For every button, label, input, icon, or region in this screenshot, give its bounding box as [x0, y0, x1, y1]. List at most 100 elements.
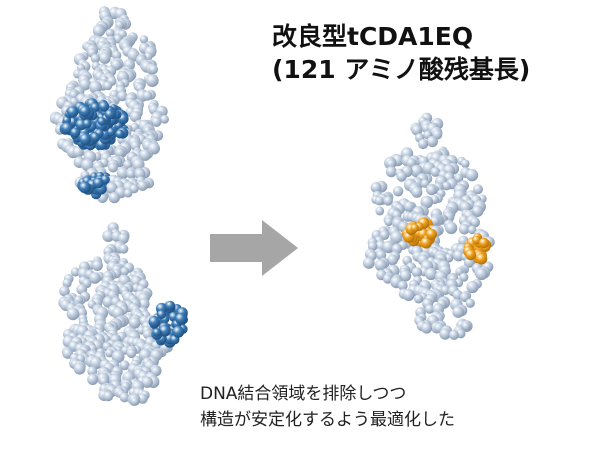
atom-sphere	[119, 244, 129, 254]
atom-sphere	[119, 360, 130, 371]
atom-sphere	[89, 356, 103, 370]
highlight-sphere	[93, 177, 104, 189]
atom-sphere	[119, 392, 130, 403]
original-protein-model-top	[49, 6, 169, 204]
atom-sphere	[111, 350, 125, 363]
atom-sphere	[426, 184, 437, 196]
highlight-sphere	[98, 101, 110, 112]
atom-sphere	[383, 274, 393, 284]
atom-sphere	[411, 186, 423, 198]
atom-sphere	[382, 240, 395, 254]
arrow-shape	[210, 220, 298, 276]
highlight-sphere	[70, 127, 81, 138]
atom-sphere	[430, 167, 441, 177]
atom-sphere	[130, 397, 140, 406]
atom-sphere	[454, 173, 464, 183]
highlight-sphere	[426, 228, 437, 240]
atom-sphere	[116, 166, 129, 180]
atom-sphere	[411, 124, 423, 136]
caption-line-2: 構造が安定化するよう最適化した	[200, 410, 455, 430]
atom-sphere	[105, 28, 115, 38]
highlight-sphere	[106, 127, 116, 137]
atom-sphere	[383, 196, 393, 206]
atom-sphere	[420, 195, 434, 209]
atom-sphere	[411, 267, 423, 278]
highlight-sphere	[79, 105, 91, 117]
atom-sphere	[145, 74, 159, 87]
atom-sphere	[102, 296, 115, 308]
highlight-sphere	[172, 325, 185, 338]
atom-sphere	[91, 260, 103, 271]
transform-arrow	[210, 220, 298, 276]
atom-sphere	[99, 52, 111, 64]
atom-sphere	[129, 111, 142, 123]
highlight-sphere	[478, 237, 490, 249]
atom-sphere	[399, 270, 412, 282]
highlight-sphere	[90, 132, 100, 143]
atom-sphere	[103, 391, 114, 402]
atom-sphere	[439, 328, 451, 340]
atom-sphere	[467, 225, 477, 235]
highlight-sphere	[97, 117, 106, 126]
atom-sphere	[424, 304, 435, 314]
atom-sphere	[148, 64, 158, 75]
atom-sphere	[386, 159, 396, 169]
atom-sphere	[461, 321, 471, 331]
atom-sphere	[459, 224, 470, 235]
highlight-sphere	[475, 252, 488, 265]
atom-sphere	[90, 53, 100, 64]
atom-sphere	[123, 188, 133, 198]
atom-sphere	[374, 196, 384, 206]
atom-sphere	[449, 330, 459, 340]
atom-sphere	[139, 35, 149, 44]
title-line-2: (121 アミノ酸残基長)	[272, 55, 531, 84]
atom-sphere	[62, 278, 72, 288]
highlight-sphere	[465, 249, 477, 261]
atom-sphere	[105, 348, 114, 358]
atom-sphere	[89, 272, 101, 284]
atom-sphere	[374, 259, 387, 272]
caption-line-1: DNA結合領域を排除しつつ	[200, 384, 407, 404]
atom-sphere	[473, 184, 483, 195]
atom-sphere	[72, 146, 84, 158]
atom-sphere	[105, 182, 118, 195]
atom-sphere	[392, 186, 404, 197]
title: 改良型tCDA1EQ (121 アミノ酸残基長)	[272, 20, 592, 86]
highlight-sphere	[82, 119, 92, 129]
atom-sphere	[362, 257, 375, 269]
atom-sphere	[418, 138, 429, 150]
original-protein-model-bottom	[58, 222, 188, 406]
atom-sphere	[73, 362, 86, 375]
atom-sphere	[452, 306, 465, 318]
atom-sphere	[142, 91, 153, 101]
highlight-sphere	[61, 122, 73, 134]
atom-sphere	[102, 230, 115, 242]
highlight-sphere	[78, 181, 91, 194]
atom-sphere	[461, 159, 470, 168]
atom-sphere	[367, 241, 378, 251]
title-line-1: 改良型tCDA1EQ	[272, 22, 474, 51]
atom-sphere	[421, 322, 433, 334]
atom-sphere	[114, 147, 125, 158]
highlight-sphere	[79, 133, 92, 146]
atom-sphere	[117, 90, 128, 102]
atom-sphere	[425, 267, 438, 281]
highlight-sphere	[420, 237, 432, 249]
atom-sphere	[414, 294, 424, 304]
highlight-sphere	[148, 316, 160, 328]
atom-sphere	[452, 250, 465, 262]
atom-sphere	[151, 116, 162, 127]
atom-sphere	[123, 160, 133, 170]
atom-sphere	[128, 317, 141, 329]
atom-sphere	[112, 50, 122, 60]
atom-sphere	[465, 168, 479, 182]
atom-sphere	[466, 280, 479, 294]
atom-sphere	[132, 158, 145, 171]
highlight-sphere	[104, 109, 115, 120]
atom-sphere	[126, 169, 136, 179]
atom-sphere	[137, 180, 148, 191]
atom-sphere	[139, 149, 151, 161]
atom-sphere	[426, 136, 438, 148]
atom-sphere	[445, 221, 458, 235]
highlight-sphere	[165, 300, 176, 311]
